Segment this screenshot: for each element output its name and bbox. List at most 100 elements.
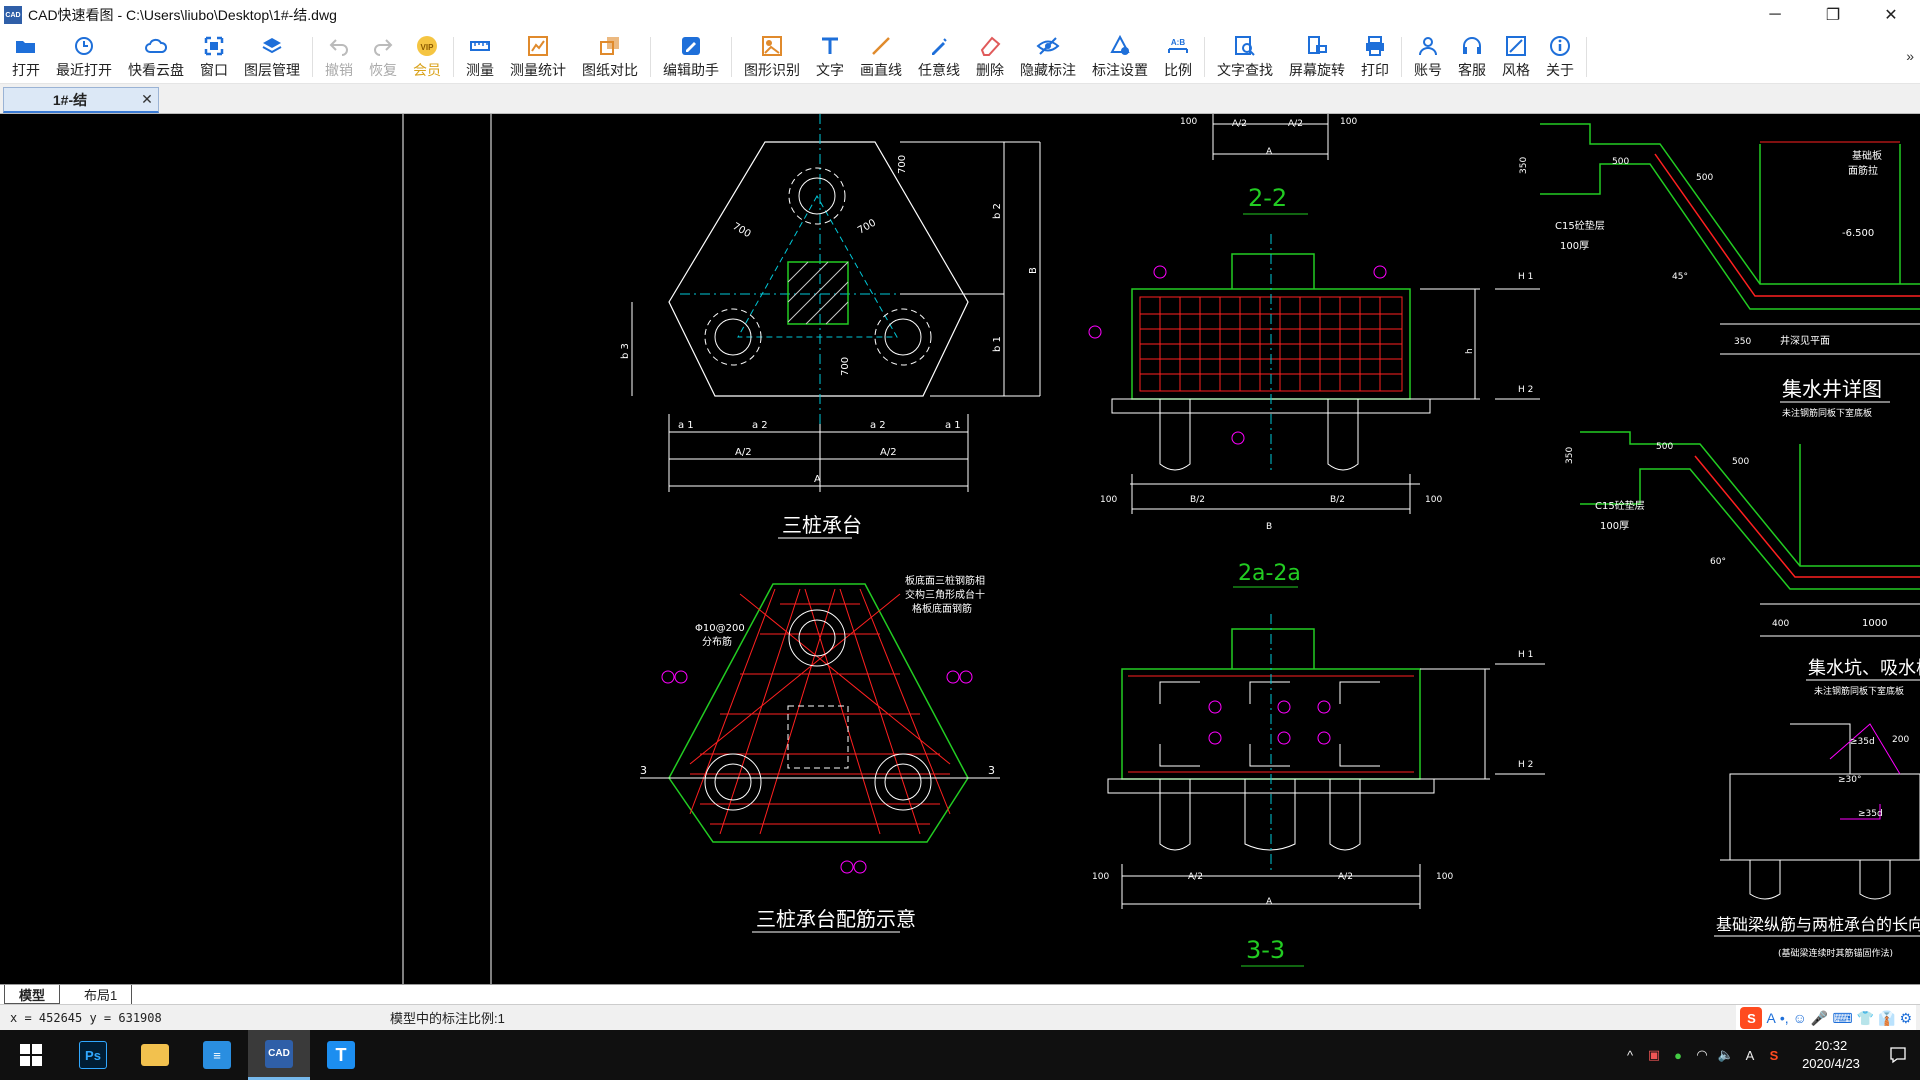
notes-app-icon: ≡	[203, 1041, 231, 1069]
toolbar-label: 屏幕旋转	[1289, 62, 1345, 78]
toolbar-label: 测量	[466, 62, 494, 78]
toolbar-label: 画直线	[860, 62, 902, 78]
dim-h-2-2: h	[1465, 348, 1475, 354]
dim-100-top-left: 100	[1180, 117, 1197, 127]
toolbar-text-button[interactable]: 文字	[808, 30, 852, 84]
rotate-screen-icon	[1308, 36, 1327, 54]
toolbar-style-button[interactable]: 风格	[1494, 30, 1538, 84]
toolbar-label: 测量统计	[510, 62, 566, 78]
wifi-icon[interactable]: ◠	[1696, 1047, 1708, 1062]
dim-100-low-left: 100	[1092, 872, 1109, 882]
toolbar-line-button[interactable]: 画直线	[852, 30, 910, 84]
toolbar-redo-button[interactable]: 恢复	[361, 30, 405, 84]
toolbar-pen-button[interactable]: 任意线	[910, 30, 968, 84]
toolbar-clock-button[interactable]: 最近打开	[48, 30, 120, 84]
tab-layout1[interactable]: 布局1	[70, 985, 133, 1004]
ime-tool-icon[interactable]: ⌨	[1832, 1009, 1853, 1026]
notification-icon[interactable]	[1876, 1030, 1920, 1080]
cad-viewer-icon: CAD	[265, 1039, 293, 1068]
dim-500-mid-2: 500	[1732, 457, 1749, 467]
ime-tool-icon[interactable]: 👔	[1878, 1009, 1896, 1026]
tray-app-icon[interactable]: ▣	[1647, 1047, 1661, 1062]
headset-icon	[1463, 37, 1481, 54]
sump-detail-title: 集水井详图	[1782, 377, 1882, 401]
dim-500-top-1: 500	[1612, 157, 1629, 167]
close-button[interactable]: ✕	[1884, 7, 1898, 24]
toolbar-folder-open-button[interactable]: 打开	[4, 30, 48, 84]
toolbar-compare-button[interactable]: 图纸对比	[574, 30, 646, 84]
toolbar-info-button[interactable]: 关于	[1538, 30, 1582, 84]
toolbar-printer-button[interactable]: 打印	[1353, 30, 1397, 84]
tab-document[interactable]: 1#-结 ✕	[3, 87, 159, 113]
clock[interactable]: 20:32 2020/4/23	[1786, 1037, 1876, 1073]
start-button[interactable]	[0, 1030, 62, 1080]
toolbar-separator	[650, 37, 651, 77]
section-2a-2a: 2a-2a H 1 H 2 100 A/2 A/	[1092, 561, 1545, 967]
ime-tool-icon[interactable]: 🎤	[1810, 1009, 1829, 1026]
minimize-button[interactable]: ─	[1769, 6, 1781, 23]
toolbar-cloud-button[interactable]: 快看云盘	[120, 30, 192, 84]
toolbar-rotate-screen-button[interactable]: 屏幕旋转	[1281, 30, 1353, 84]
clock-time: 20:32	[1814, 1038, 1848, 1053]
toolbar-more-icon[interactable]: »	[1906, 48, 1914, 64]
toolbar-layers-button[interactable]: 图层管理	[236, 30, 308, 84]
taskbar-file-explorer[interactable]	[124, 1030, 186, 1080]
three-pile-cap-title: 三桩承台	[782, 513, 862, 537]
toolbar-label: 打开	[12, 62, 40, 78]
dim-a2-left: a 2	[752, 420, 768, 431]
elev-h1-2a: H 1	[1518, 650, 1533, 660]
toolbar-text-search-button[interactable]: 文字查找	[1209, 30, 1281, 84]
toolbar-annotation-settings-button[interactable]: 标注设置	[1084, 30, 1156, 84]
compare-icon	[600, 37, 619, 55]
toolbar-eye-hide-button[interactable]: 隐藏标注	[1012, 30, 1084, 84]
ime-tool-icon[interactable]: 👕	[1856, 1009, 1874, 1026]
dim-700-bottom: 700	[840, 357, 851, 376]
measure-stats-icon	[528, 36, 548, 56]
tray-chevron-icon[interactable]: ^	[1626, 1047, 1634, 1063]
sump-detail: 350 500 500 基础板 面筋拉 -6.500 C15砼垫层 100厚 4…	[1519, 123, 1920, 959]
ime-tool-icon[interactable]: •,	[1779, 1010, 1789, 1026]
taskbar-photoshop[interactable]: Ps	[62, 1030, 124, 1080]
eye-hide-icon	[1036, 37, 1060, 55]
ime-indicator[interactable]: A	[1745, 1047, 1755, 1063]
sogou-tray-icon[interactable]: S	[1769, 1047, 1779, 1063]
tab-close-icon[interactable]: ✕	[141, 91, 153, 107]
toolbar-user-button[interactable]: 账号	[1406, 30, 1450, 84]
tab-model[interactable]: 模型	[4, 985, 61, 1004]
dim-500-top-2: 500	[1696, 173, 1713, 183]
toolbar-headset-button[interactable]: 客服	[1450, 30, 1494, 84]
toolbar-edit-assistant-button[interactable]: 编辑助手	[655, 30, 727, 84]
toolbar-window-button[interactable]: 窗口	[192, 30, 236, 84]
toolbar-eraser-button[interactable]: 删除	[968, 30, 1012, 84]
three-pile-cap-plan: b 2 b 1 B 700 700 700 700 b 3 a 1 a 2 a …	[620, 114, 1041, 539]
taskbar-notes-app[interactable]: ≡	[186, 1030, 248, 1080]
drawing-canvas[interactable]: b 2 b 1 B 700 700 700 700 b 3 a 1 a 2 a …	[0, 114, 1920, 984]
sogou-logo-icon[interactable]: S	[1740, 1007, 1763, 1029]
volume-icon[interactable]: 🔈	[1717, 1047, 1735, 1062]
tray-green-icon[interactable]: ●	[1674, 1047, 1682, 1063]
rebar-note-3: 格板底面钢筋	[912, 602, 972, 615]
system-tray: ^ ▣ ● ◠ 🔈 A S 20:32 2020/4/23	[1618, 1030, 1920, 1080]
angle-60: 60°	[1710, 557, 1726, 567]
c15-thick-top: 100厚	[1560, 240, 1589, 252]
title-bar: CAD CAD快速看图 - C:\Users\liubo\Desktop\1#-…	[0, 0, 1920, 30]
beam-anchorage-title: 基础梁纵筋与两桩承台的长向锚固连接构	[1716, 915, 1920, 934]
taskbar-cad-viewer[interactable]: CAD	[248, 1030, 310, 1080]
toolbar-label: 打印	[1361, 62, 1389, 78]
ime-tool-icon[interactable]: A	[1766, 1010, 1776, 1026]
dim-a-low: A	[1266, 897, 1273, 907]
dim-b2-mid-2: B/2	[1330, 495, 1345, 505]
maximize-button[interactable]: ❐	[1825, 7, 1841, 24]
ime-tool-icon[interactable]: ⚙	[1899, 1009, 1912, 1026]
toolbar-undo-button[interactable]: 撤销	[317, 30, 361, 84]
toolbar-shape-recognize-button[interactable]: 图形识别	[736, 30, 808, 84]
toolbar-label: 客服	[1458, 62, 1486, 78]
ime-tool-icon[interactable]: ☺	[1792, 1010, 1807, 1026]
toolbar-measure-stats-button[interactable]: 测量统计	[502, 30, 574, 84]
toolbar-ruler-button[interactable]: 测量	[458, 30, 502, 84]
toolbar-label: 编辑助手	[663, 62, 719, 78]
taskbar-t-app[interactable]: T	[310, 1030, 372, 1080]
elev-h2-2-2: H 2	[1518, 385, 1533, 395]
